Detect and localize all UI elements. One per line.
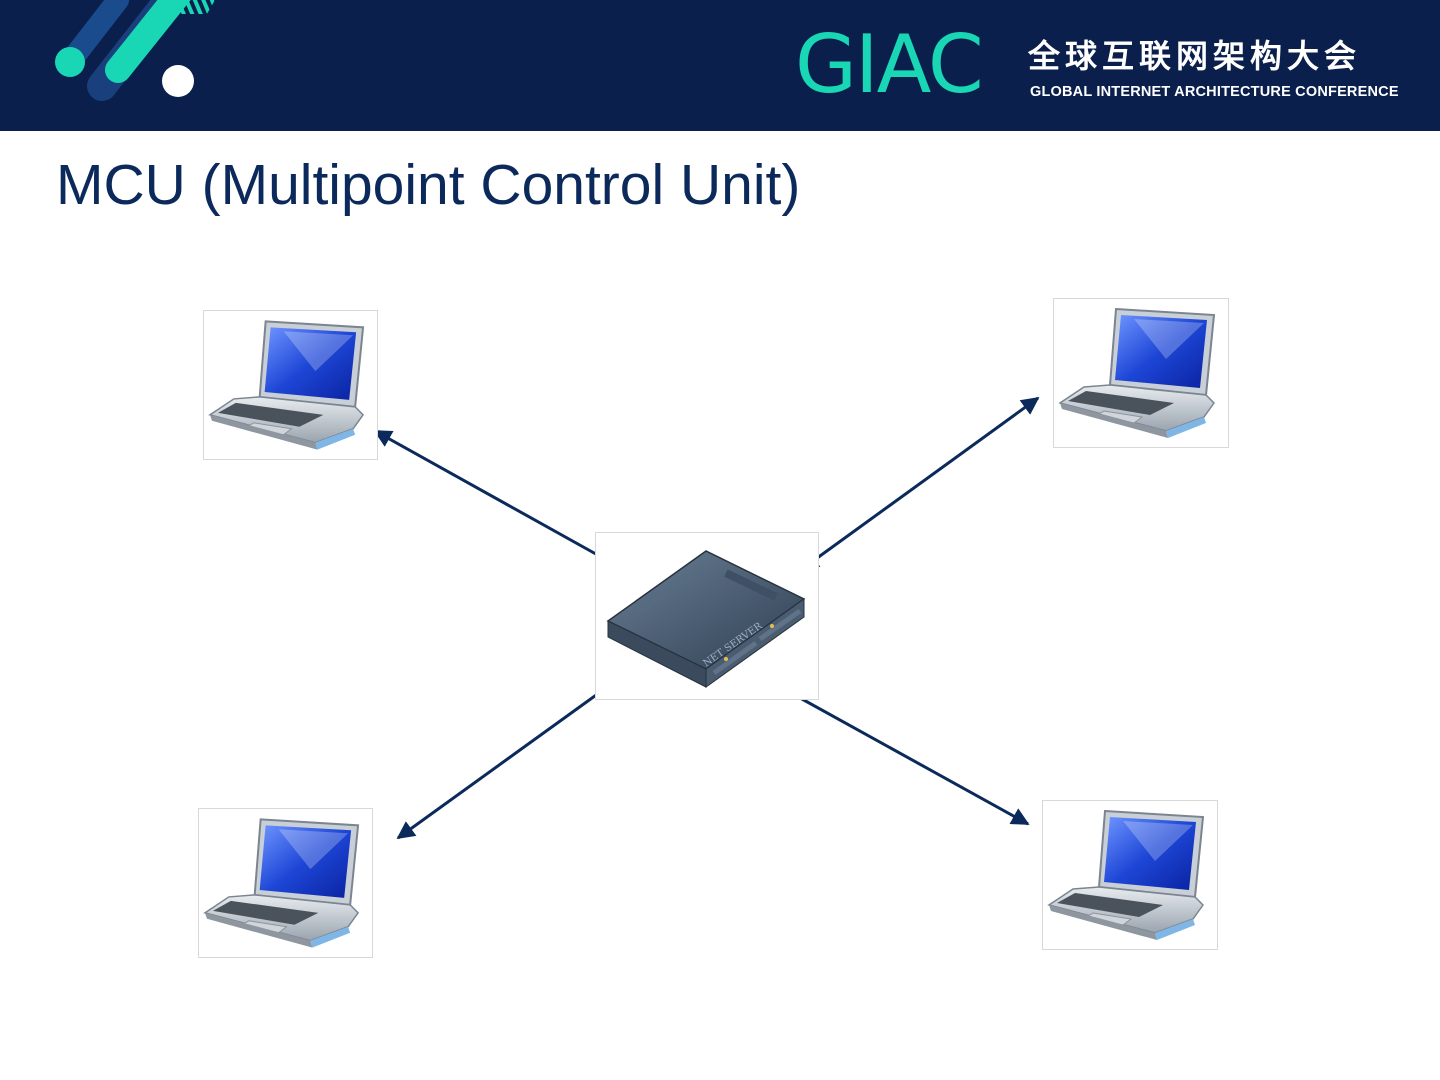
conference-title-en: GLOBAL INTERNET ARCHITECTURE CONFERENCE xyxy=(1030,84,1399,100)
edge-client-1-to-mcu xyxy=(373,429,632,575)
laptop-icon xyxy=(204,311,377,459)
header-banner: GIAC 全球互联网架构大会 GLOBAL INTERNET ARCHITECT… xyxy=(0,0,1440,131)
client-laptop-4 xyxy=(1042,800,1218,950)
mcu-server-node: NET SERVER xyxy=(595,532,819,700)
client-laptop-2 xyxy=(1053,298,1229,448)
slide-title: MCU (Multipoint Control Unit) xyxy=(56,153,801,217)
server-icon: NET SERVER xyxy=(606,550,806,688)
conference-logo-icon xyxy=(55,0,215,101)
laptop-icon xyxy=(199,809,372,957)
conference-title-cn: 全球互联网架构大会 xyxy=(1028,37,1362,75)
laptop-icon xyxy=(1043,801,1217,949)
client-laptop-1 xyxy=(203,310,378,460)
brand-wordmark: GIAC xyxy=(795,18,984,111)
laptop-icon xyxy=(1054,299,1228,447)
client-laptop-3 xyxy=(198,808,373,958)
edge-client-4-to-mcu xyxy=(771,681,1030,826)
edge-client-2-to-mcu xyxy=(800,396,1040,571)
